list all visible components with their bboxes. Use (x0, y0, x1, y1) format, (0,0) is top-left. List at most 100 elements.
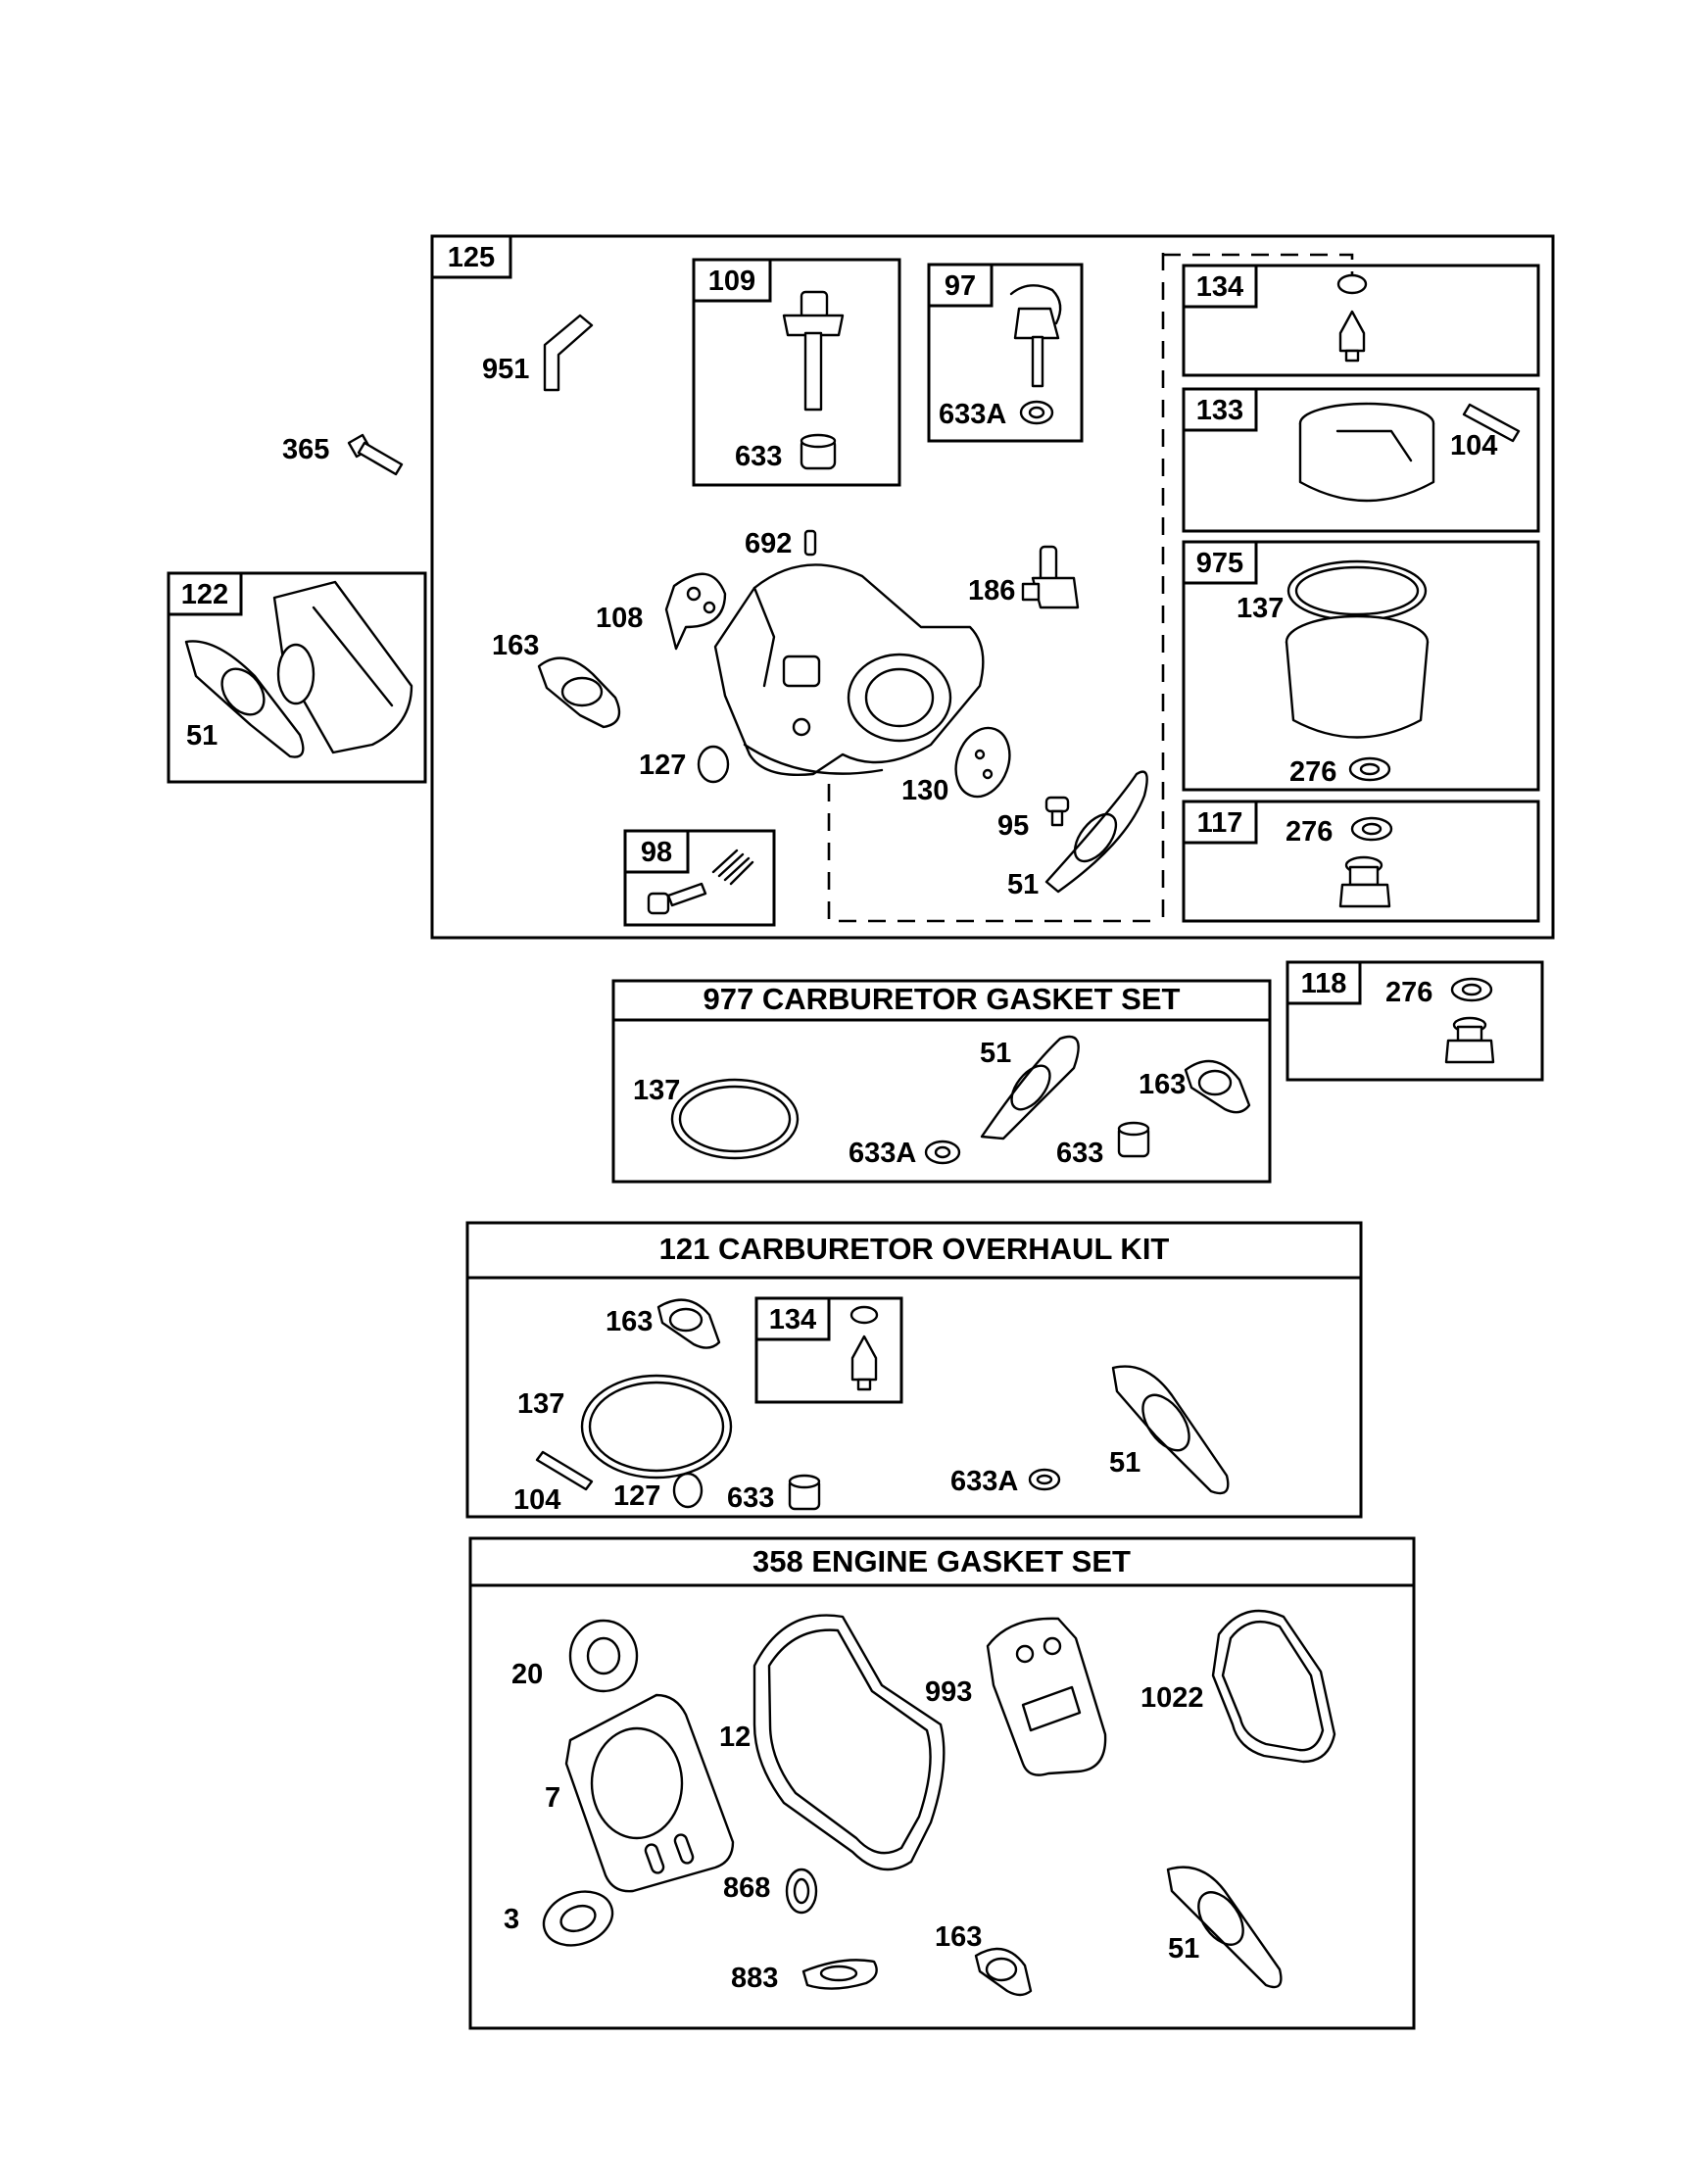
label-127: 127 (639, 750, 686, 781)
label-276: 276 (1385, 977, 1432, 1008)
engine-gasket-set-frame (468, 1536, 1416, 2030)
bushing-633-icon (788, 1474, 821, 1511)
tag-122: 122 (181, 579, 228, 610)
tag-98: 98 (641, 837, 672, 868)
label-276: 276 (1286, 816, 1333, 848)
label-276: 276 (1289, 756, 1336, 788)
pin-104-icon (535, 1450, 594, 1491)
inlet-needle-frame (1182, 264, 1540, 377)
title-gasket-set: 977 CARBURETOR GASKET SET (703, 982, 1181, 1016)
seal-3-icon (542, 1890, 614, 1947)
base-gasket-12-icon (752, 1614, 946, 1871)
tag-box-134 (754, 1296, 831, 1341)
plate-108-icon (664, 572, 727, 651)
spring-icon (711, 849, 754, 886)
tag-box-98 (623, 829, 690, 874)
bowl-nut-frame (1182, 800, 1540, 923)
label-186: 186 (968, 575, 1015, 607)
tag-975: 975 (1196, 548, 1243, 579)
tag-box-975 (1182, 540, 1258, 585)
label-20: 20 (511, 1659, 543, 1690)
jet-screw-frame (623, 829, 776, 927)
label-104: 104 (513, 1484, 560, 1516)
gasket-1022-icon (1211, 1609, 1336, 1764)
gasket-163-icon (656, 1298, 721, 1349)
label-108: 108 (596, 603, 643, 634)
title-engine-gasket-set: 358 ENGINE GASKET SET (752, 1544, 1131, 1578)
float-icon (1298, 402, 1435, 503)
washer-633a-icon (1028, 1468, 1061, 1491)
label-883: 883 (731, 1963, 778, 1994)
label-163: 163 (1139, 1069, 1186, 1100)
label-137: 137 (633, 1075, 680, 1106)
label-51: 51 (1168, 1933, 1199, 1965)
tag-box-97 (927, 263, 994, 308)
gasket-883-icon (801, 1959, 878, 1990)
bowl-ring-137-icon (1286, 559, 1428, 622)
label-127: 127 (613, 1480, 660, 1512)
throttle-shaft-frame (692, 258, 901, 487)
lever-951-icon (543, 314, 594, 392)
jet-screw-icon (647, 882, 707, 915)
inlet-needle-icon (1336, 273, 1368, 363)
label-137: 137 (517, 1388, 564, 1420)
gasket-51-icon (980, 1035, 1080, 1141)
choke-shaft-icon (1009, 284, 1062, 388)
plug-692-icon (803, 529, 817, 557)
washer-276-icon (1450, 977, 1493, 1002)
bushing-633-icon (1117, 1121, 1150, 1158)
gasket-163-icon (974, 1947, 1033, 1997)
gasket-51-icon (1111, 1365, 1230, 1495)
tag-125: 125 (448, 242, 495, 273)
tag-109: 109 (708, 266, 755, 297)
washer-633a-icon (1019, 400, 1054, 425)
washer-276-icon (1348, 756, 1391, 782)
carburetor-assembly-frame (430, 234, 1555, 940)
plug-127-icon (672, 1472, 703, 1509)
diaphragm-130-icon (954, 726, 1011, 799)
label-51: 51 (1007, 869, 1039, 900)
bowl-screw-icon (1444, 1016, 1495, 1064)
label-95: 95 (997, 810, 1029, 842)
label-633: 633 (735, 441, 782, 472)
bolt-365-icon (347, 433, 404, 476)
gasket-set-frame (611, 979, 1272, 1184)
screw-95-icon (1044, 796, 1070, 827)
gasket-163-icon (537, 656, 621, 729)
tag-134: 134 (1196, 271, 1243, 303)
float-bowl-icon (1285, 614, 1430, 739)
tag-134: 134 (769, 1304, 816, 1335)
label-868: 868 (723, 1872, 770, 1904)
tag-box-118 (1286, 960, 1362, 1005)
gasket-163-icon (1184, 1059, 1251, 1114)
tag-118: 118 (1301, 968, 1347, 999)
adapter-gasket-icon (184, 640, 305, 758)
bowl-ring-137-icon (580, 1374, 733, 1480)
label-633: 633 (1056, 1138, 1103, 1169)
seal-20-icon (568, 1619, 639, 1693)
label-12: 12 (719, 1722, 751, 1753)
gasket-993-icon (986, 1617, 1107, 1776)
carburetor-body-icon (713, 563, 985, 776)
bowl-frame (1182, 540, 1540, 792)
throttle-shaft-icon (782, 290, 845, 412)
bowl-nut-icon (1338, 855, 1391, 908)
label-130: 130 (901, 775, 948, 806)
tag-box-134 (1182, 264, 1258, 309)
label-7: 7 (545, 1782, 560, 1814)
plug-127-icon (697, 745, 730, 784)
washer-276-icon (1350, 816, 1393, 842)
inlet-needle-icon (849, 1305, 879, 1391)
tag-box-122 (167, 571, 243, 616)
label-951: 951 (482, 354, 529, 385)
label-51: 51 (186, 720, 218, 752)
bowl-screw-frame (1286, 960, 1544, 1082)
tag-box-109 (692, 258, 772, 303)
dashed-group-outline (827, 784, 1162, 923)
label-3: 3 (504, 1904, 519, 1935)
label-633: 633 (727, 1482, 774, 1514)
label-993: 993 (925, 1676, 972, 1708)
bowl-ring-137-icon (670, 1078, 800, 1160)
tag-117: 117 (1197, 807, 1243, 839)
